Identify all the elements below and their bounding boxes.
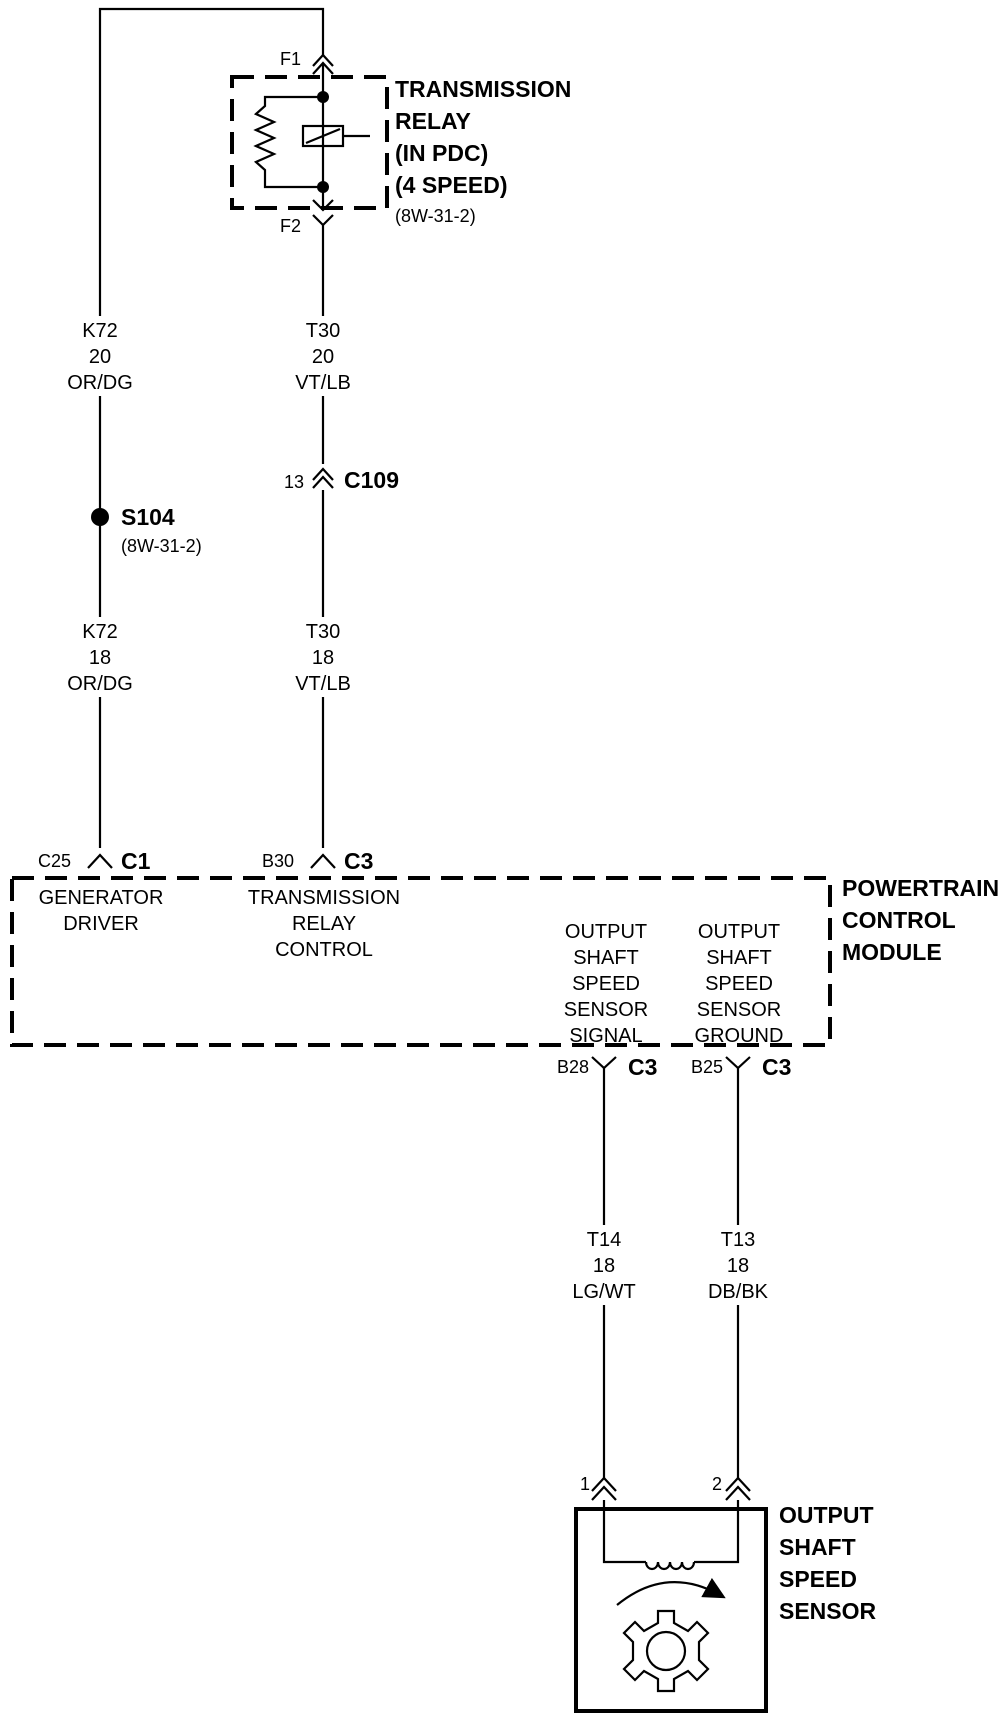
pcm-title-line: CONTROL [842, 907, 956, 933]
connector-chevron-icon [310, 853, 336, 869]
splice-dot-icon [91, 508, 109, 526]
pcm-pin-c25: C25 [38, 851, 71, 871]
pcm-label-line: SIGNAL [569, 1025, 642, 1047]
pcm-label-line: DRIVER [63, 913, 139, 935]
connector-chevron-icon [312, 53, 334, 75]
relay-ref: (8W-31-2) [395, 206, 476, 226]
wire-label-t30-lower: T30 18 VT/LB [283, 617, 363, 697]
connector-chevron-icon [591, 1476, 617, 1501]
wire-label-k72-lower: K72 18 OR/DG [60, 617, 140, 697]
connector-chevron-icon [725, 1476, 751, 1501]
pcm-label-line: GENERATOR [39, 887, 164, 909]
pcm-connector-c3: C3 [762, 1054, 791, 1080]
svg-text:OR/DG: OR/DG [67, 673, 133, 695]
connector-chevron-icon [312, 199, 334, 227]
pcm-label-line: SHAFT [573, 947, 639, 969]
pcm-label-line: SPEED [705, 973, 773, 995]
sensor-pin-2: 2 [712, 1474, 722, 1494]
svg-text:K72: K72 [82, 320, 118, 342]
pcm-box [10, 876, 832, 1047]
relay-title-line: (IN PDC) [395, 140, 488, 166]
relay-node-bottom [317, 181, 329, 193]
wire-label-t30-upper: T30 20 VT/LB [283, 316, 363, 396]
c109-pin: 13 [284, 472, 304, 492]
pcm-label-line: SHAFT [706, 947, 772, 969]
pcm-pin-b30: B30 [262, 851, 294, 871]
relay-switch-icon [301, 124, 370, 148]
inductor-coil-icon [602, 1500, 740, 1571]
pcm-pin-b25: B25 [691, 1057, 723, 1077]
pcm-connector-c3: C3 [344, 848, 373, 874]
relay-pin-f2: F2 [280, 216, 301, 236]
svg-text:T30: T30 [306, 621, 340, 643]
svg-text:VT/LB: VT/LB [295, 372, 351, 394]
relay-node-top [317, 91, 329, 103]
pcm-title-line: POWERTRAIN [842, 875, 999, 901]
svg-text:LG/WT: LG/WT [572, 1281, 635, 1303]
relay-coil-icon [253, 95, 323, 189]
pcm-label-line: RELAY [292, 913, 356, 935]
pcm-label-line: SENSOR [697, 999, 781, 1021]
pcm-label-line: OUTPUT [698, 921, 780, 943]
rotation-arrow-icon [616, 1577, 726, 1606]
svg-text:T13: T13 [721, 1229, 755, 1251]
svg-text:VT/LB: VT/LB [295, 673, 351, 695]
relay-title-line: (4 SPEED) [395, 172, 507, 198]
svg-text:T14: T14 [587, 1229, 621, 1251]
pcm-label-line: SPEED [572, 973, 640, 995]
svg-text:18: 18 [312, 647, 334, 669]
sensor-title-line: OUTPUT [779, 1502, 874, 1528]
sensor-pin-1: 1 [580, 1474, 590, 1494]
wire-label-k72-upper: K72 20 OR/DG [60, 316, 140, 396]
pcm-label-line: CONTROL [275, 939, 373, 961]
svg-text:18: 18 [593, 1255, 615, 1277]
pcm-connector-c1: C1 [121, 848, 151, 874]
wire-label-t13: T13 18 DB/BK [698, 1225, 778, 1305]
svg-text:OR/DG: OR/DG [67, 372, 133, 394]
wire-label-t14: T14 18 LG/WT [564, 1225, 644, 1305]
pcm-label-line: SENSOR [564, 999, 648, 1021]
connector-chevron-icon [591, 1056, 617, 1070]
connector-chevron-icon [87, 853, 113, 869]
splice-name: S104 [121, 504, 175, 530]
relay-box [230, 75, 389, 210]
svg-text:20: 20 [89, 346, 111, 368]
connector-chevron-icon [312, 464, 334, 490]
pcm-pin-b28: B28 [557, 1057, 589, 1077]
pcm-label-line: GROUND [695, 1025, 784, 1047]
svg-text:18: 18 [89, 647, 111, 669]
svg-text:DB/BK: DB/BK [708, 1281, 769, 1303]
connector-chevron-icon [725, 1056, 751, 1070]
splice-ref: (8W-31-2) [121, 536, 202, 556]
sensor-box [574, 1507, 768, 1713]
c109-name: C109 [344, 467, 399, 493]
relay-pin-f1: F1 [280, 49, 301, 69]
wire-k72-top [98, 7, 325, 848]
gear-icon [622, 1609, 710, 1693]
pcm-label-line: TRANSMISSION [248, 887, 400, 909]
pcm-label-line: OUTPUT [565, 921, 647, 943]
relay-title-line: TRANSMISSION [395, 76, 571, 102]
svg-text:18: 18 [727, 1255, 749, 1277]
pcm-title-line: MODULE [842, 939, 942, 965]
svg-text:T30: T30 [306, 320, 340, 342]
sensor-title-line: SPEED [779, 1566, 857, 1592]
sensor-title-line: SHAFT [779, 1534, 856, 1560]
pcm-connector-c3: C3 [628, 1054, 657, 1080]
relay-title-line: RELAY [395, 108, 471, 134]
svg-text:20: 20 [312, 346, 334, 368]
svg-text:K72: K72 [82, 621, 118, 643]
sensor-title-line: SENSOR [779, 1598, 877, 1624]
